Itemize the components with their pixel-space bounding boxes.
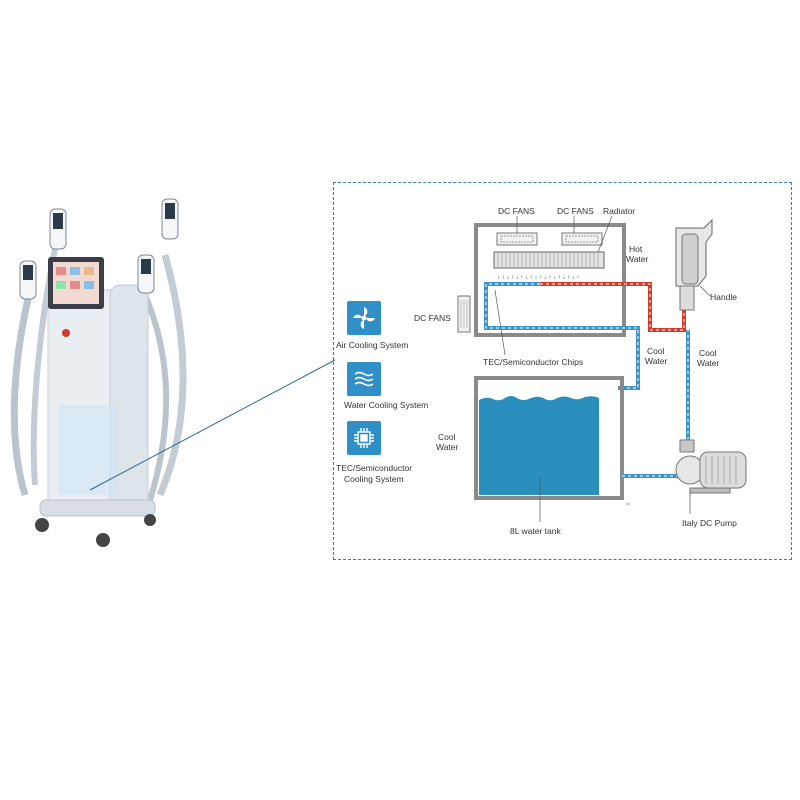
waves-icon — [347, 362, 381, 396]
cooling-housing — [474, 223, 626, 337]
label-cool-water-b2: Water — [697, 358, 720, 368]
tank-water — [479, 396, 599, 495]
label-handle: Handle — [710, 292, 737, 302]
fan-icon — [347, 301, 381, 335]
dc-fan-unit-1 — [496, 232, 538, 246]
water-tank — [474, 376, 624, 500]
label-pump: Italy DC Pump — [682, 518, 737, 528]
label-cool-water-tank2: Water — [436, 442, 459, 452]
label-dc-fans-side: DC FANS — [414, 313, 451, 323]
pump — [675, 439, 747, 514]
label-cool-water-a2: Water — [645, 356, 668, 366]
radiator — [493, 251, 605, 269]
svg-text:↓ ↑ ↓ ↑ ↓ ↑ ↓ ↑ ↓ ↑ ↓ ↑ ↓ ↑ ↓: ↓ ↑ ↓ ↑ ↓ ↑ ↓ ↑ ↓ ↑ ↓ ↑ ↓ ↑ ↓ ↑ ↓ ↑ — [497, 275, 579, 281]
label-cool-water-b1: Cool — [699, 348, 717, 358]
label-cool-water-tank1: Cool — [438, 432, 456, 442]
label-water-tank: 8L water tank — [510, 526, 561, 536]
cryo-machine-illustration — [10, 198, 187, 547]
hot-water-pipe — [540, 282, 686, 332]
label-hot-water-2: Water — [626, 254, 649, 264]
legend-water-cooling: Water Cooling System — [344, 400, 429, 410]
diagram-frame — [333, 182, 792, 560]
dc-fan-unit-2 — [561, 232, 603, 246]
legend-tec-cooling-line1: TEC/Semiconductor — [336, 463, 413, 473]
chip-icon — [347, 421, 381, 455]
label-dc-fans-1: DC FANS — [498, 206, 535, 216]
label-dc-fans-2: DC FANS — [557, 206, 594, 216]
label-hot-water-1: Hot — [629, 244, 643, 254]
label-cool-water-a1: Cool — [647, 346, 665, 356]
label-tec-chips: TEC/Semiconductor Chips — [483, 357, 584, 367]
label-radiator: Radiator — [603, 206, 636, 216]
handle-device — [675, 218, 713, 311]
legend-air-cooling: Air Cooling System — [336, 340, 409, 350]
legend-tec-cooling-line2: Cooling System — [344, 474, 404, 484]
